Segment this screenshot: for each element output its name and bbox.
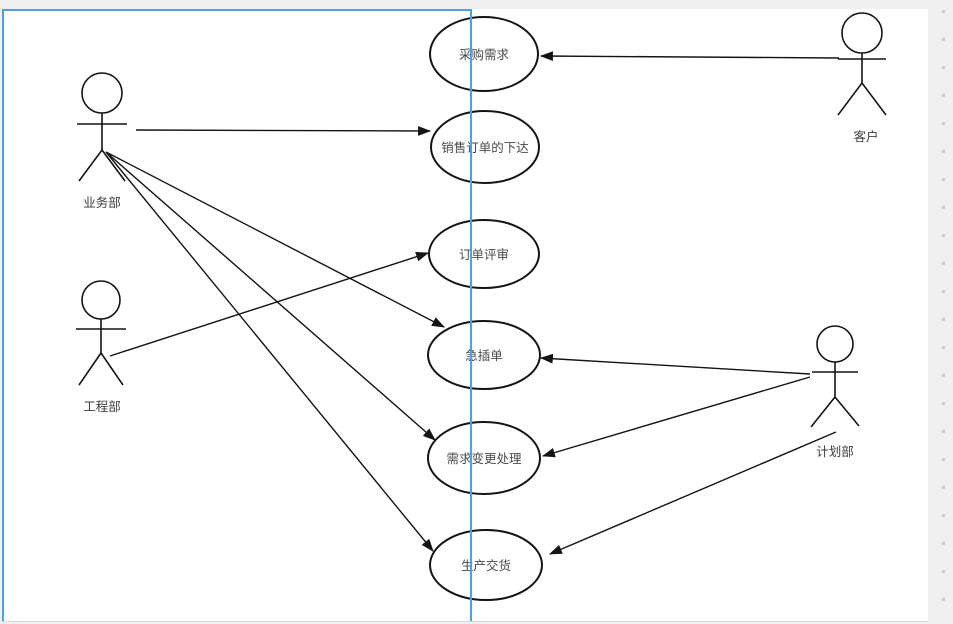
selection-rectangle	[2, 9, 472, 621]
association-engineering-dept-order-review[interactable]	[109, 252, 430, 357]
actor-customer[interactable]: 客户	[837, 12, 887, 144]
association-customer-purchase-demand[interactable]	[539, 51, 840, 61]
actor-engineering-dept[interactable]: 工程部	[76, 280, 126, 414]
use-case-label: 销售订单的下达	[441, 140, 529, 155]
actor-head	[816, 325, 854, 363]
association-planning-dept-urgent-insert-order[interactable]	[539, 353, 811, 375]
actor-planning-dept[interactable]: 计划部	[810, 325, 860, 459]
use-case-label: 需求变更处理	[446, 451, 522, 466]
actor-head	[841, 12, 883, 54]
use-case-demand-change-handling[interactable]: 需求变更处理	[427, 421, 541, 495]
association-planning-dept-demand-change-handling[interactable]	[541, 376, 811, 458]
association-business-dept-demand-change-handling[interactable]	[105, 151, 436, 441]
actor-label: 业务部	[83, 195, 121, 210]
actor-business-dept[interactable]: 业务部	[77, 72, 127, 210]
use-case-label: 生产交货	[461, 558, 511, 573]
use-case-label: 急插单	[465, 348, 503, 363]
use-case-production-delivery[interactable]: 生产交货	[429, 529, 543, 601]
grid-dots-column	[942, 10, 945, 615]
use-case-order-review[interactable]: 订单评审	[428, 219, 540, 289]
association-planning-dept-production-delivery[interactable]	[549, 431, 837, 555]
association-business-dept-urgent-insert-order[interactable]	[105, 151, 445, 328]
actor-label: 工程部	[83, 399, 121, 414]
use-case-sales-order-release[interactable]: 销售订单的下达	[430, 110, 540, 184]
association-business-dept-sales-order-release[interactable]	[135, 126, 432, 136]
actor-label: 客户	[853, 129, 878, 144]
canvas-page[interactable]	[2, 9, 928, 622]
actor-label: 计划部	[816, 444, 854, 459]
association-business-dept-production-delivery[interactable]	[105, 151, 434, 552]
use-case-urgent-insert-order[interactable]: 急插单	[427, 320, 541, 390]
